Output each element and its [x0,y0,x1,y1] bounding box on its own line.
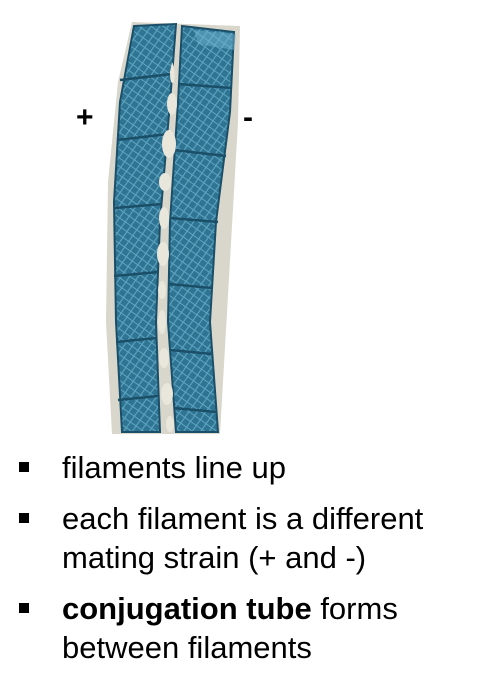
filament-highlight [194,30,236,50]
bullet-bold-text: conjugation tube [62,591,312,626]
bullet-item: each filament is a different mating stra… [0,499,482,577]
spirogyra-conjugation-image [106,22,240,434]
left-cell-walls [113,72,173,402]
right-filament [166,24,236,433]
square-bullet-icon [19,513,29,523]
square-bullet-icon [19,462,29,472]
bullet-item: conjugation tube forms between filaments [0,589,482,667]
bullet-item: filaments line up [0,448,482,487]
bullet-text: filaments line up [62,450,287,485]
minus-strain-label: - [243,101,253,134]
right-cell-walls [168,82,233,414]
bullet-text: forms between filaments [62,591,398,665]
square-bullet-icon [19,603,29,613]
plus-strain-label: + [76,101,94,134]
bullet-list: filaments line up each filament is a dif… [0,448,498,679]
bullet-text: each filament is a different mating stra… [62,501,424,575]
conjugation-tubes [157,62,177,432]
